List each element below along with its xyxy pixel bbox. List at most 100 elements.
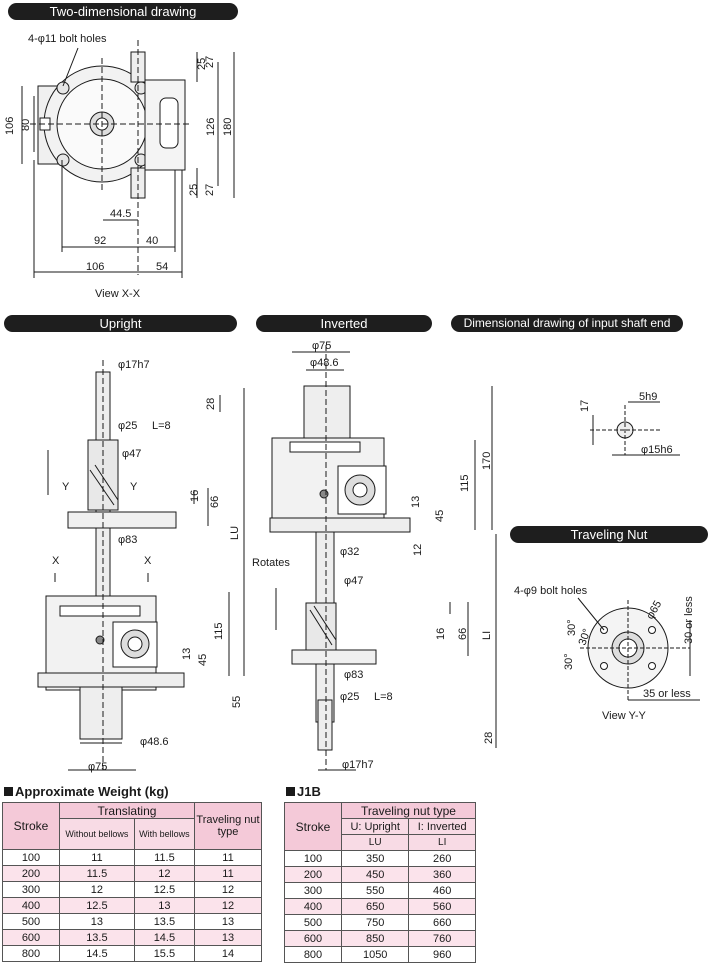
j1b-col-upright: U: Upright (340, 818, 410, 835)
shaft-d15h6: φ15h6 (641, 444, 673, 456)
inverted-d83: φ83 (344, 669, 363, 681)
weight-cell: 100 (2, 849, 60, 866)
view-x-x-label: View X-X (95, 288, 141, 300)
header-inverted: Inverted (256, 315, 432, 332)
weight-cell: 13 (194, 913, 262, 930)
inverted-rotates-label: Rotates (252, 557, 290, 569)
dim-106-horizontal: 106 (86, 261, 104, 273)
weight-col-translating: Translating (59, 802, 195, 819)
weight-cell: 11.5 (133, 849, 196, 866)
header-input-shaft-end: Dimensional drawing of input shaft end (451, 315, 683, 332)
upright-d25: φ25 (118, 420, 137, 432)
inverted-d75: φ75 (312, 340, 331, 352)
dim-top-27a: 27 (204, 56, 216, 68)
header-traveling-nut: Traveling Nut (510, 526, 708, 543)
j1b-cell: 350 (340, 850, 410, 867)
weight-cell: 11.5 (59, 865, 135, 882)
upright-y2: Y (130, 481, 138, 493)
dim-106-vertical: 106 (4, 117, 16, 135)
j1b-cell: 960 (408, 946, 476, 963)
inverted-d25: φ25 (340, 691, 359, 703)
nut-angle-30a: 30° (566, 619, 578, 636)
j1b-cell: 100 (284, 850, 342, 867)
weight-cell: 15.5 (133, 945, 196, 962)
weight-cell: 14.5 (59, 945, 135, 962)
nut-30-or-less: 30 or less (683, 596, 695, 644)
inverted-dim-16: 16 (435, 628, 447, 640)
weight-cell: 300 (2, 881, 60, 898)
nut-d65: φ65 (644, 599, 664, 622)
weight-cell: 12 (194, 881, 262, 898)
weight-cell: 12 (194, 897, 262, 914)
weight-cell: 12 (133, 865, 196, 882)
weight-title-text: Approximate Weight (kg) (15, 784, 169, 799)
weight-cell: 11 (194, 865, 262, 882)
j1b-cell: 660 (408, 914, 476, 931)
j1b-col-type: Traveling nut type (341, 802, 476, 819)
weight-cell: 800 (2, 945, 60, 962)
nut-bolt-holes-label: 4-φ9 bolt holes (514, 585, 588, 597)
nut-angle-30c: 30° (563, 653, 575, 670)
upright-dim-45: 45 (197, 654, 209, 666)
dim-80: 80 (20, 119, 32, 131)
j1b-cell: 800 (284, 946, 342, 963)
weight-cell: 600 (2, 929, 60, 946)
upright-x1: X (52, 555, 60, 567)
shaft-5h9: 5h9 (639, 391, 657, 403)
inverted-dim-170: 170 (481, 452, 493, 470)
j1b-header-row: Stroke Traveling nut type (284, 802, 476, 851)
j1b-cell: 300 (284, 882, 342, 899)
inverted-d32: φ32 (340, 546, 359, 558)
upright-d17h7: φ17h7 (118, 359, 150, 371)
j1b-cell: 760 (408, 930, 476, 947)
weight-cell: 11 (59, 849, 135, 866)
weight-cell: 12.5 (59, 897, 135, 914)
j1b-cell: 260 (408, 850, 476, 867)
weight-cell: 13 (59, 913, 135, 930)
j1b-col-lu: LU (340, 834, 410, 851)
j1b-cell: 650 (340, 898, 410, 915)
weight-col-stroke: Stroke (2, 802, 60, 850)
weight-cell: 13.5 (133, 913, 196, 930)
weight-cell: 13 (133, 897, 196, 914)
j1b-cell: 850 (340, 930, 410, 947)
inverted-d17h7: φ17h7 (342, 759, 374, 771)
weight-cell: 14.5 (133, 929, 196, 946)
weight-cell: 12.5 (133, 881, 196, 898)
j1b-cell: 450 (340, 866, 410, 883)
upright-d83: φ83 (118, 534, 137, 546)
weight-cell: 14 (194, 945, 262, 962)
bullet-square-icon (4, 787, 13, 796)
j1b-cell: 400 (284, 898, 342, 915)
weight-table: Stroke Translating Traveling nut type Wi… (2, 802, 262, 962)
weight-col-traveling: Traveling nut type (194, 802, 262, 850)
upright-d47: φ47 (122, 448, 141, 460)
traveling-nut-drawing (577, 597, 700, 701)
top-view-drawing (21, 40, 235, 278)
j1b-cell: 550 (340, 882, 410, 899)
nut-angle-30b: 30° (577, 627, 594, 647)
j1b-col-li: LI (408, 834, 476, 851)
weight-cell: 200 (2, 865, 60, 882)
inverted-d48-6: φ48.6 (310, 357, 339, 369)
upright-dim-13: 13 (181, 648, 193, 660)
j1b-cell: 200 (284, 866, 342, 883)
inverted-dim-28: 28 (483, 732, 495, 744)
inverted-dim-12: 12 (412, 544, 424, 556)
inverted-dim-115: 115 (459, 474, 471, 492)
dim-126: 126 (205, 118, 217, 136)
j1b-col-stroke: Stroke (284, 802, 342, 851)
upright-lu: LU (229, 526, 241, 540)
inverted-dim-66: 66 (457, 628, 469, 640)
